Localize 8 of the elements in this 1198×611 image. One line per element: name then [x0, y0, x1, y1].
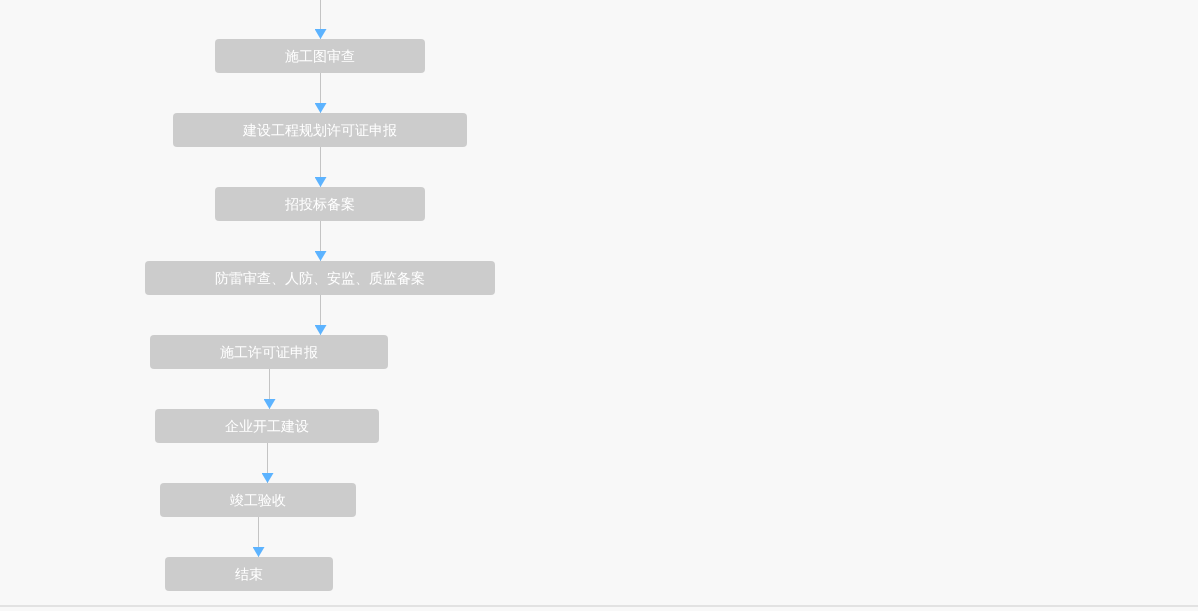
arrow — [261, 442, 274, 484]
arrow — [263, 368, 276, 410]
arrow — [314, 220, 327, 262]
arrow — [314, 72, 327, 114]
arrow — [314, 294, 327, 336]
arrow — [252, 516, 265, 558]
arrow — [314, 0, 327, 40]
arrow — [314, 146, 327, 188]
